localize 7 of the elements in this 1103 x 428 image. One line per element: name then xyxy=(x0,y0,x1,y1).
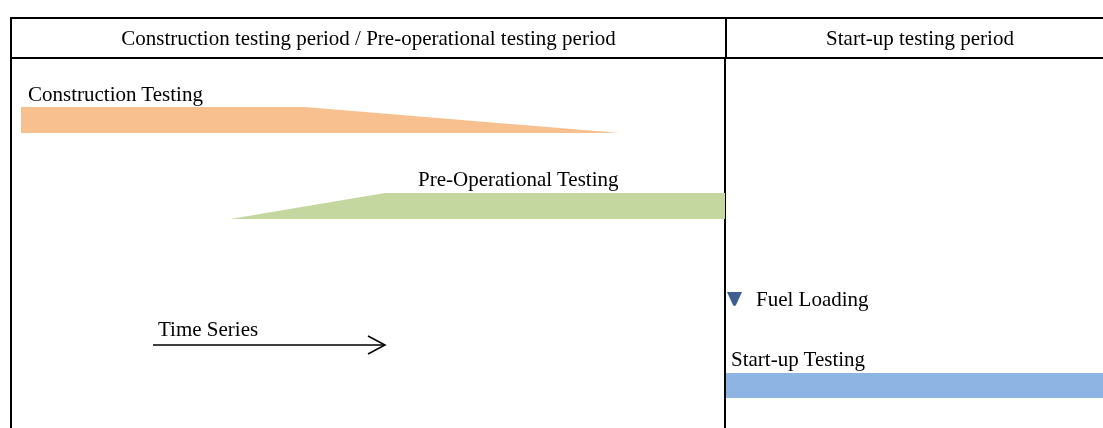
bar-label: Construction Testing xyxy=(28,82,203,106)
milestone-label: Fuel Loading xyxy=(756,287,869,311)
axis-label: Time Series xyxy=(158,317,259,341)
bar-label: Start-up Testing xyxy=(731,347,866,371)
bar-label: Pre-Operational Testing xyxy=(418,167,619,191)
column-header: Construction testing period / Pre-operational testing period xyxy=(10,17,727,59)
column-header: Start-up testing period xyxy=(725,17,1103,59)
